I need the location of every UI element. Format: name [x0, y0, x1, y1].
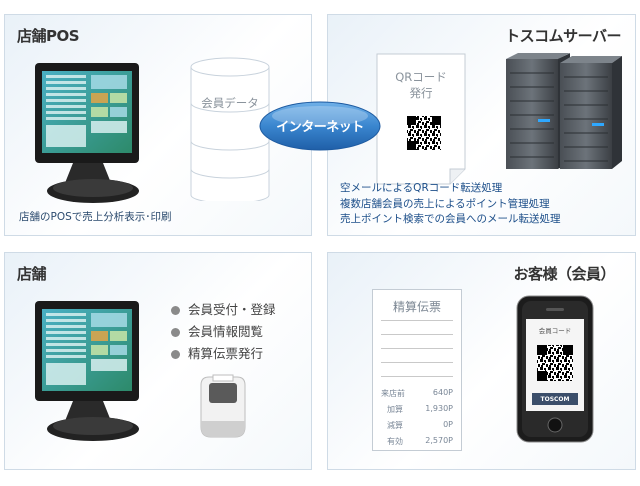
receipt-rule [381, 362, 453, 363]
receipt-value: 640P [432, 388, 453, 397]
phone-screen-label: 会員コード [538, 327, 572, 335]
panel-store: 店舗 会員受付・登録 会員情報閲覧 精算伝票発行 [4, 252, 312, 470]
bullet-item: 会員情報閲覧 [171, 321, 263, 340]
panel-title: お客様（会員） [513, 265, 615, 283]
feature-line-2: 複数店舗会員の売上によるポイント管理処理 [340, 197, 550, 210]
qr-document-label: QRコード 発行 [376, 69, 466, 101]
receipt-title: 精算伝票 [392, 300, 441, 314]
pos-terminal-icon [35, 63, 139, 203]
bullet-dot-icon [171, 306, 180, 315]
panel-customer: お客様（会員） 精算伝票 来店前 640P 加算 1,930P 減算 0P 有効… [327, 252, 636, 470]
server-features: 空メールによるQRコード転送処理 複数店舗会員の売上によるポイント管理処理 売上… [340, 181, 561, 228]
receipt-value: 1,930P [425, 404, 453, 413]
feature-line-1: 空メールによるQRコード転送処理 [340, 182, 503, 194]
receipt-label: 来店前 [381, 389, 405, 398]
feature-line-3: 売上ポイント検索での会員へのメール転送処理 [340, 213, 561, 225]
bullet-dot-icon [171, 328, 180, 337]
bullet-dot-icon [171, 350, 180, 359]
panel-title: 店舗POS [17, 27, 80, 45]
receipt-label: 有効 [387, 437, 403, 446]
database-label: 会員データ [201, 96, 259, 110]
receipt-value: 0P [443, 420, 453, 429]
store-pos-terminal-icon [35, 301, 139, 441]
receipt-value: 2,570P [425, 436, 453, 445]
receipt-printer-icon [200, 374, 246, 438]
receipt-label: 減算 [387, 421, 403, 430]
qr-document-icon [376, 53, 466, 185]
bullet-item: 会員受付・登録 [171, 299, 276, 318]
receipt-rule [381, 348, 453, 349]
panel-title: トスコムサーバー [505, 27, 621, 45]
phone-brand: TOSCOM [540, 396, 570, 403]
smartphone-icon [516, 295, 594, 443]
receipt-rule [381, 376, 453, 377]
qr-doc-line-2: 発行 [409, 86, 433, 100]
settlement-receipt: 精算伝票 来店前 640P 加算 1,930P 減算 0P 有効 2,570P [372, 289, 462, 451]
pos-caption: 店舗のPOSで売上分析表示･印刷 [19, 211, 172, 223]
receipt-rule [381, 320, 453, 321]
internet-bubble [259, 101, 381, 151]
receipt-label: 加算 [387, 405, 403, 414]
server-rack-icon [506, 53, 622, 169]
internet-label: インターネット [276, 120, 364, 135]
qr-doc-line-1: QRコード [395, 70, 447, 84]
member-database-icon [190, 57, 270, 201]
receipt-rule [381, 334, 453, 335]
panel-title: 店舗 [17, 265, 47, 283]
bullet-item: 精算伝票発行 [171, 343, 263, 362]
